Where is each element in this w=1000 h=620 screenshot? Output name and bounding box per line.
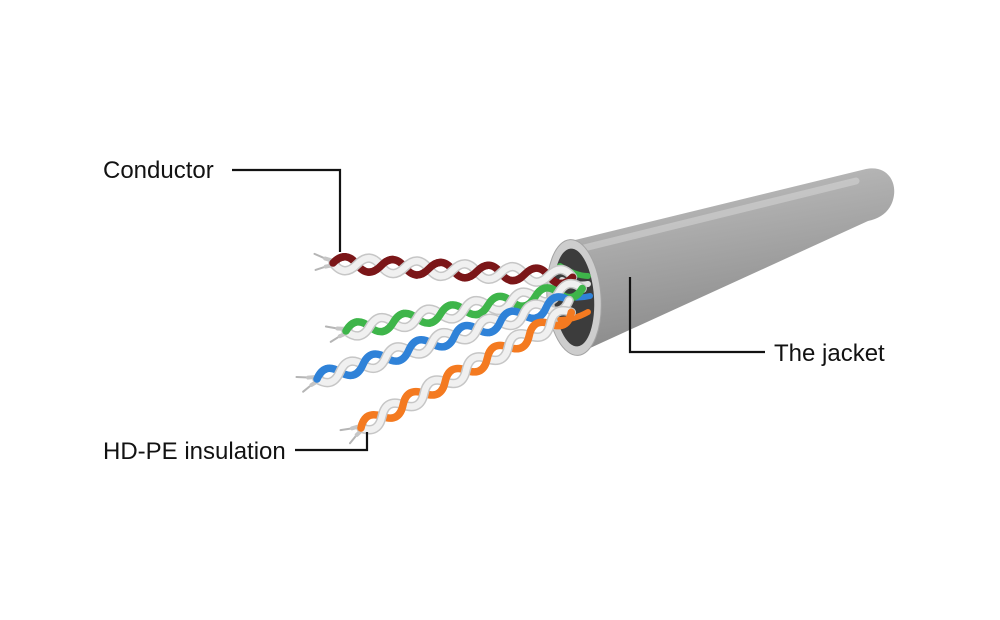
twisted-pair-green <box>324 281 584 343</box>
jacket-leader-line <box>628 277 765 354</box>
insulation-leader-line <box>295 432 369 452</box>
insulation-label: HD-PE insulation <box>103 438 286 465</box>
twisted-pair-blue <box>295 293 571 393</box>
conductor-label: Conductor <box>103 157 214 184</box>
conductor-leader-line <box>232 168 342 252</box>
jacket-label: The jacket <box>774 340 885 367</box>
twisted-pair-maroon <box>313 254 573 285</box>
twisted-pair-orange <box>339 305 575 445</box>
cable-jacket <box>571 168 895 354</box>
jacket-highlight <box>580 177 860 252</box>
